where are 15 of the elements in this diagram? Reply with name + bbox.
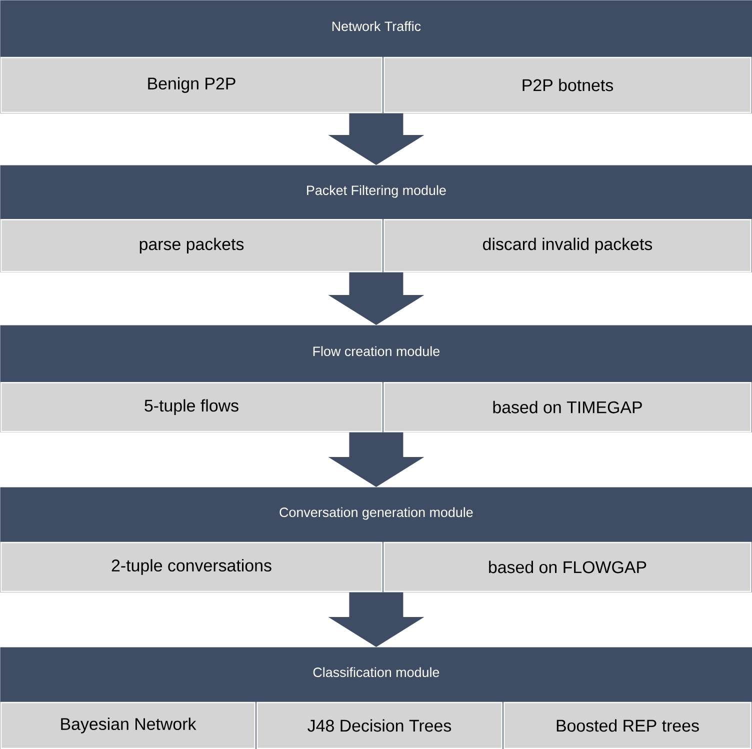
down-arrow: [328, 113, 424, 165]
item-cell: based on FLOWGAP: [383, 542, 752, 592]
item-cell: Boosted REP trees: [503, 702, 752, 749]
item-cell: discard invalid packets: [383, 219, 752, 272]
item-cell: Bayesian Network: [0, 702, 256, 749]
item-cell: based on TIMEGAP: [383, 382, 752, 432]
item-cell: parse packets: [0, 219, 383, 272]
item-cell: 2-tuple conversations: [0, 542, 383, 592]
item-cell: J48 Decision Trees: [256, 702, 503, 749]
item-cell: P2P botnets: [383, 56, 752, 114]
down-arrow: [328, 272, 424, 325]
item-cell: Benign P2P: [0, 56, 383, 114]
down-arrow: [328, 432, 424, 487]
item-cell: 5-tuple flows: [0, 382, 383, 432]
down-arrow: [328, 592, 424, 647]
